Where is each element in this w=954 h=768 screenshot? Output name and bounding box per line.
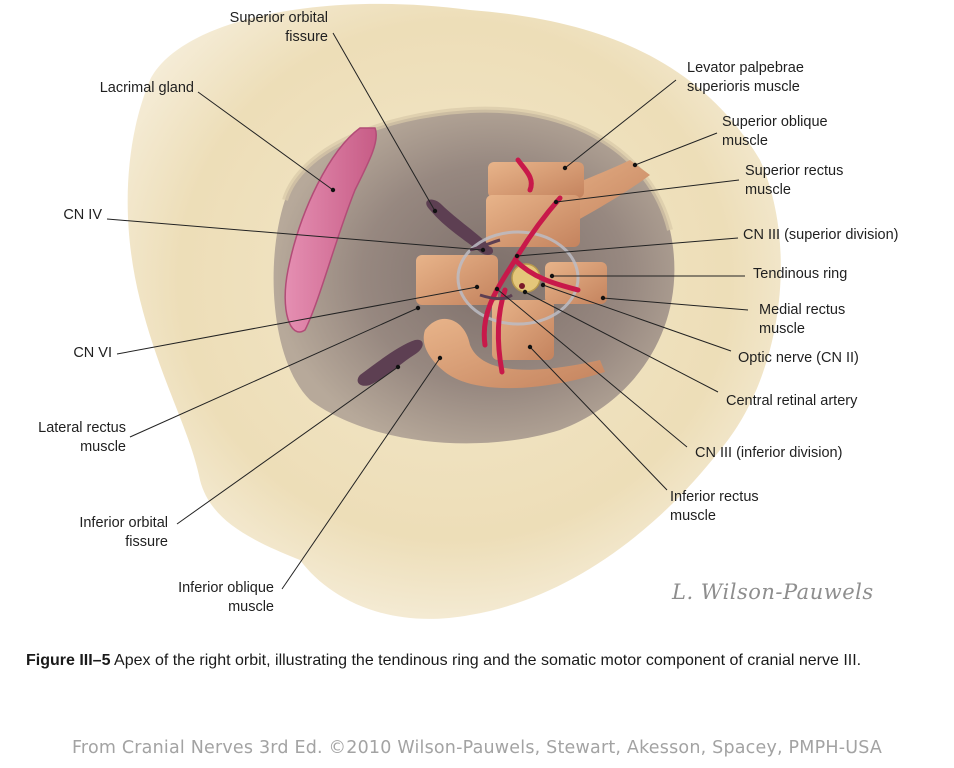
- source-credit: From Cranial Nerves 3rd Ed. ©2010 Wilson…: [71, 738, 883, 758]
- caption-text: Apex of the right orbit, illustrating th…: [110, 652, 862, 669]
- label-lateral-rectus: Lateral rectus muscle: [38, 420, 126, 455]
- label-cn-iii-inferior: CN III (inferior division): [695, 445, 843, 461]
- leader-lines: [106, 32, 749, 590]
- lacrimal-gland: [284, 127, 377, 333]
- label-medial-rectus: Medial rectus muscle: [759, 302, 846, 337]
- tendinous-ring-shape: [456, 230, 580, 326]
- label-superior-oblique: Superior oblique muscle: [722, 114, 828, 149]
- artist-signature: L. Wilson-Pauwels: [672, 580, 874, 604]
- label-cn-iv: CN IV: [63, 207, 102, 223]
- label-inferior-orbital-fissure: Inferior orbital fissure: [79, 515, 168, 550]
- medial-rectus-muscle-shape: [545, 262, 607, 304]
- label-superior-rectus: Superior rectus muscle: [745, 163, 844, 198]
- label-tendinous-ring: Tendinous ring: [753, 266, 848, 282]
- figure-caption: Figure III–5 Apex of the right orbit, il…: [26, 650, 926, 671]
- inferior-orbital-fissure: [357, 339, 423, 386]
- orbit-apex-illustration: [106, 3, 781, 619]
- label-cn-iii-superior: CN III (superior division): [743, 227, 899, 243]
- central-retinal-artery-shape: [519, 283, 525, 289]
- label-superior-orbital-fissure: Superior orbital fissure: [229, 10, 328, 45]
- label-cn-vi: CN VI: [73, 345, 112, 361]
- label-levator: Levator palpebrae superioris muscle: [687, 60, 804, 95]
- levator-muscle-shape: [488, 162, 584, 198]
- superior-orbital-fissure: [426, 199, 494, 255]
- figure-number: Figure III–5: [26, 652, 111, 669]
- label-inferior-oblique: Inferior oblique muscle: [178, 580, 274, 615]
- label-inferior-rectus: Inferior rectus muscle: [670, 489, 759, 524]
- label-lacrimal-gland: Lacrimal gland: [99, 80, 194, 96]
- superior-rectus-muscle-shape: [486, 195, 580, 247]
- cn-vi-shape: [479, 293, 513, 301]
- leader-dots: [330, 162, 638, 370]
- inferior-oblique-muscle-shape: [423, 318, 605, 389]
- label-optic-nerve: Optic nerve (CN II): [738, 350, 859, 366]
- inferior-rectus-muscle-shape: [492, 300, 554, 360]
- label-central-retinal-artery: Central retinal artery: [726, 393, 858, 409]
